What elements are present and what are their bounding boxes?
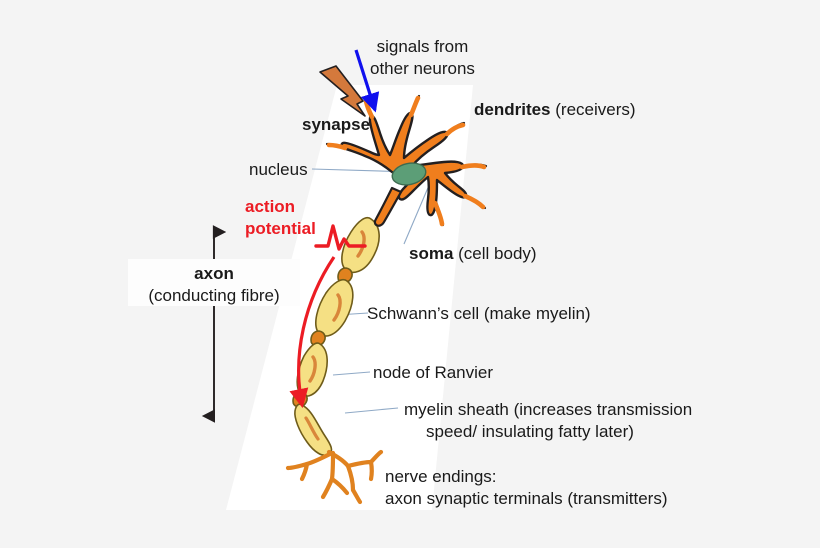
axon-label-bold: axon <box>194 264 234 283</box>
signals-blue-arrow <box>354 49 380 113</box>
synapse-label: synapse <box>302 115 371 134</box>
signals-line-2: other neurons <box>370 58 475 78</box>
dendrites-label-bold: dendrites <box>474 100 551 119</box>
myelin-sheath-line-2: speed/ insulating fatty later) <box>426 421 634 441</box>
nerve-endings-label: nerve endings: axon synaptic terminals (… <box>385 466 667 510</box>
leader-myelin <box>344 407 399 414</box>
dendrite-branchlets-fill <box>326 95 487 227</box>
action-potential-line-1: action <box>245 197 296 216</box>
soma-and-dendrites <box>325 94 488 227</box>
action-potential-label: action potential <box>245 196 316 240</box>
dendrites-label: dendrites (receivers) <box>474 99 636 121</box>
synapse-bolt-icon <box>319 65 366 117</box>
axon-label: axon (conducting fibre) <box>128 263 300 307</box>
axon-terminals-fill <box>285 449 384 505</box>
signals-from-other-neurons-label: signals from other neurons <box>370 36 475 80</box>
nucleus-label: nucleus <box>249 160 308 179</box>
node-of-ranvier-label: node of Ranvier <box>373 363 494 382</box>
myelin-segment-4 <box>294 403 333 457</box>
myelin-segment-3 <box>296 342 328 397</box>
action-potential-spike <box>314 224 367 251</box>
axon-label-rest: (conducting fibre) <box>148 285 280 305</box>
dendrites-label-rest: (receivers) <box>550 100 636 119</box>
myelin-sheath-group <box>292 216 380 457</box>
soma-label-rest: (cell body) <box>453 244 537 263</box>
nucleus-shape <box>391 162 427 186</box>
soma-label-bold: soma <box>409 244 454 263</box>
leader-node <box>332 371 371 376</box>
myelin-sheath-line-1: myelin sheath (increases transmission <box>404 400 693 419</box>
nerve-endings-line-1: nerve endings: <box>385 467 497 486</box>
schwann-cell-label: Schwann’s cell (make myelin) <box>367 304 591 323</box>
leader-soma <box>403 182 431 245</box>
soma-label: soma (cell body) <box>409 243 537 265</box>
axon-hillock <box>373 186 403 227</box>
nerve-endings-line-2: axon synaptic terminals (transmitters) <box>385 488 668 508</box>
myelin-segment-2 <box>315 278 354 337</box>
action-potential-line-2: potential <box>245 218 316 238</box>
signals-line-1: signals from <box>376 37 469 56</box>
conduction-direction-arrow <box>289 256 336 409</box>
myelin-sheath-label: myelin sheath (increases transmission sp… <box>404 399 692 443</box>
axon-label-box <box>128 259 300 306</box>
